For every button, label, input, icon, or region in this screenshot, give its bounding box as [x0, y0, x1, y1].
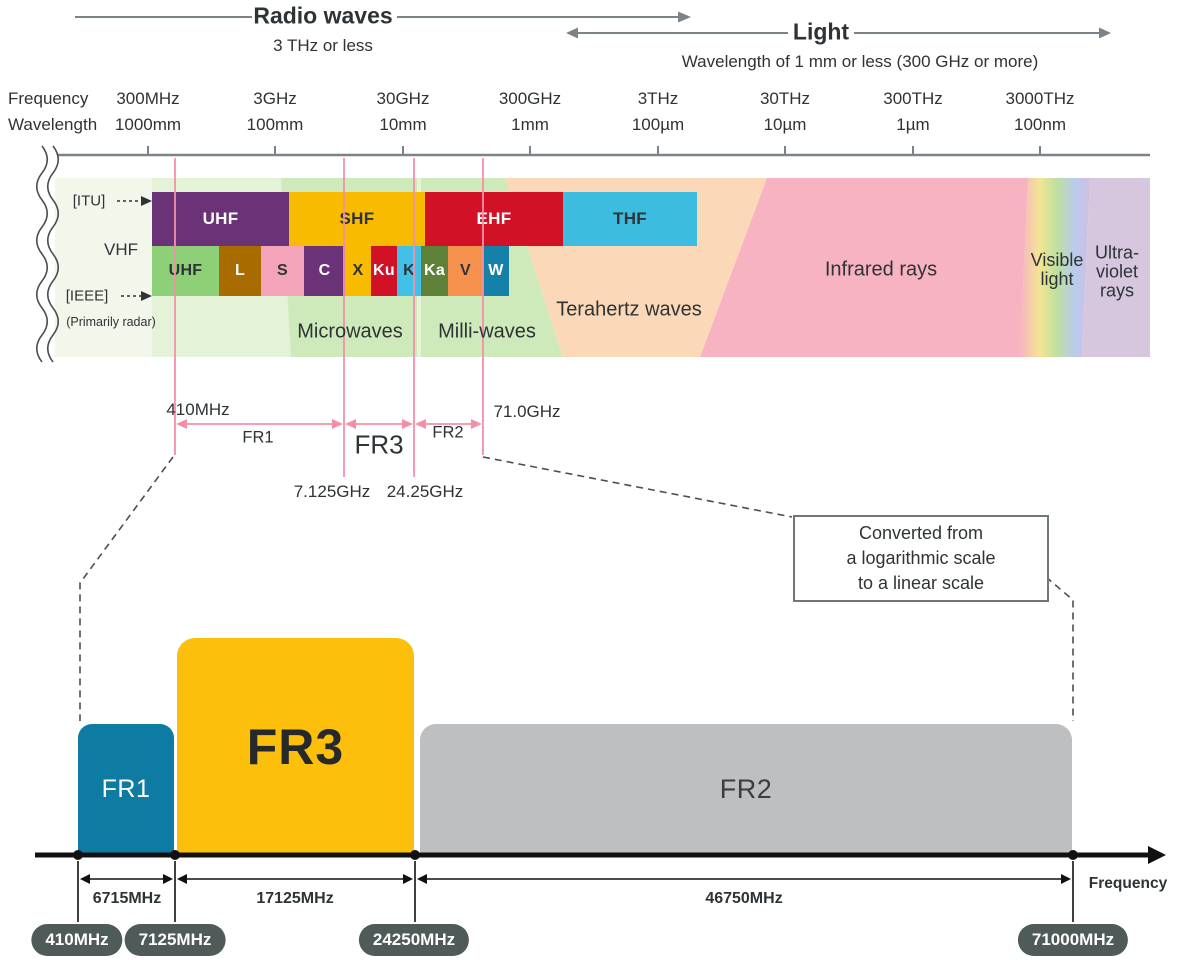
zone-label-ultraviolet: Ultra- violet rays	[1095, 242, 1139, 301]
tick-wavelength-100mm: 100mm	[246, 115, 304, 134]
light-subtitle: Wavelength of 1 mm or less (300 GHz or m…	[681, 52, 1039, 71]
span-label-6715mhz: 6715MHz	[92, 890, 162, 907]
radar-note: (Primarily radar)	[66, 315, 156, 329]
ieee-tag: [IEEE]	[65, 287, 109, 305]
callout-line: to a linear scale	[857, 573, 985, 593]
tick-wavelength-10µm: 10µm	[763, 115, 807, 134]
tick-wavelength-100nm: 100nm	[1014, 115, 1066, 134]
range-label-fr1: FR1	[242, 428, 274, 447]
light-title: Light	[792, 18, 850, 45]
span-label-17125mhz: 17125MHz	[256, 890, 334, 907]
range-label-fr3: FR3	[354, 429, 404, 460]
span-label-46750mhz: 46750MHz	[705, 890, 783, 907]
badge-71000mhz: 71000MHz	[1017, 924, 1129, 956]
callout-line: Converted from	[858, 523, 984, 543]
zone-label-microwaves: Microwaves	[297, 320, 403, 343]
zone-radio-cream	[55, 178, 152, 357]
itu-band-uhf: UHF	[152, 192, 289, 246]
boundary-label-71ghz: 71.0GHz	[493, 402, 561, 421]
ieee-band-c: C	[304, 246, 345, 296]
boundary-label-410mhz: 410MHz	[166, 400, 230, 419]
tick-frequency-300mhz: 300MHz	[116, 89, 180, 108]
fr2-block-label: FR2	[719, 774, 773, 804]
tick-frequency-3thz: 3THz	[637, 89, 679, 108]
itu-band-shf: SHF	[289, 192, 425, 246]
tick-frequency-300ghz: 300GHz	[498, 89, 562, 108]
badge-7125mhz: 7125MHz	[124, 924, 226, 956]
tick-frequency-300thz: 300THz	[883, 89, 943, 108]
tick-wavelength-1µm: 1µm	[896, 115, 930, 134]
itu-band-ehf: EHF	[425, 192, 563, 246]
fr1-block: FR1	[78, 724, 174, 855]
badge-24250mhz: 24250MHz	[358, 924, 470, 956]
zone-label-milliwaves: Milli-waves	[438, 320, 536, 343]
ieee-band-x: X	[345, 246, 371, 296]
fr2-block: FR2	[420, 724, 1072, 855]
tick-wavelength-10mm: 10mm	[379, 115, 427, 134]
ieee-band-uhf: UHF	[152, 246, 219, 296]
wavelength-row-label: Wavelength	[8, 115, 98, 134]
zone-label-terahertz: Terahertz waves	[556, 298, 702, 321]
tick-wavelength-100µm: 100µm	[631, 115, 685, 134]
itu-band-thf: THF	[563, 192, 697, 246]
tick-frequency-30thz: 30THz	[759, 89, 811, 108]
linear-axis-label: Frequency	[1088, 875, 1168, 892]
tick-wavelength-1mm: 1mm	[511, 115, 549, 134]
ieee-band-w: W	[483, 246, 509, 296]
range-label-fr2: FR2	[432, 423, 464, 442]
vhf-band-label: VHF	[104, 240, 138, 259]
tick-frequency-30ghz: 30GHz	[376, 89, 430, 108]
zone-visible-light	[1020, 178, 1090, 357]
fr3-block: FR3	[177, 638, 414, 855]
zone-label-visible-light: Visible light	[1030, 250, 1084, 289]
itu-tag: [ITU]	[72, 192, 106, 210]
ieee-band-k: K	[397, 246, 421, 296]
radio-waves-subtitle: 3 THz or less	[273, 36, 373, 55]
badge-410mhz: 410MHz	[31, 924, 123, 956]
scale-conversion-callout: Converted from a logarithmic scale to a …	[793, 515, 1049, 602]
callout-line: a logarithmic scale	[846, 548, 996, 568]
ieee-band-l: L	[219, 246, 261, 296]
ieee-band-s: S	[261, 246, 304, 296]
tick-frequency-3ghz: 3GHz	[253, 89, 297, 108]
fr3-block-label: FR3	[246, 718, 345, 775]
zone-infrared	[700, 178, 1028, 357]
ieee-band-v: V	[448, 246, 483, 296]
boundary-label-2425ghz: 24.25GHz	[386, 482, 464, 501]
boundary-label-7125ghz: 7.125GHz	[293, 482, 371, 501]
frequency-row-label: Frequency	[8, 89, 89, 108]
ieee-band-ka: Ka	[421, 246, 448, 296]
tick-wavelength-1000mm: 1000mm	[114, 115, 182, 134]
fr1-block-label: FR1	[101, 775, 151, 803]
ieee-band-ku: Ku	[371, 246, 397, 296]
zone-ultraviolet	[1082, 178, 1150, 357]
tick-frequency-3000thz: 3000THz	[1005, 89, 1075, 108]
zone-label-infrared: Infrared rays	[824, 258, 938, 281]
radio-waves-title: Radio waves	[253, 2, 393, 29]
